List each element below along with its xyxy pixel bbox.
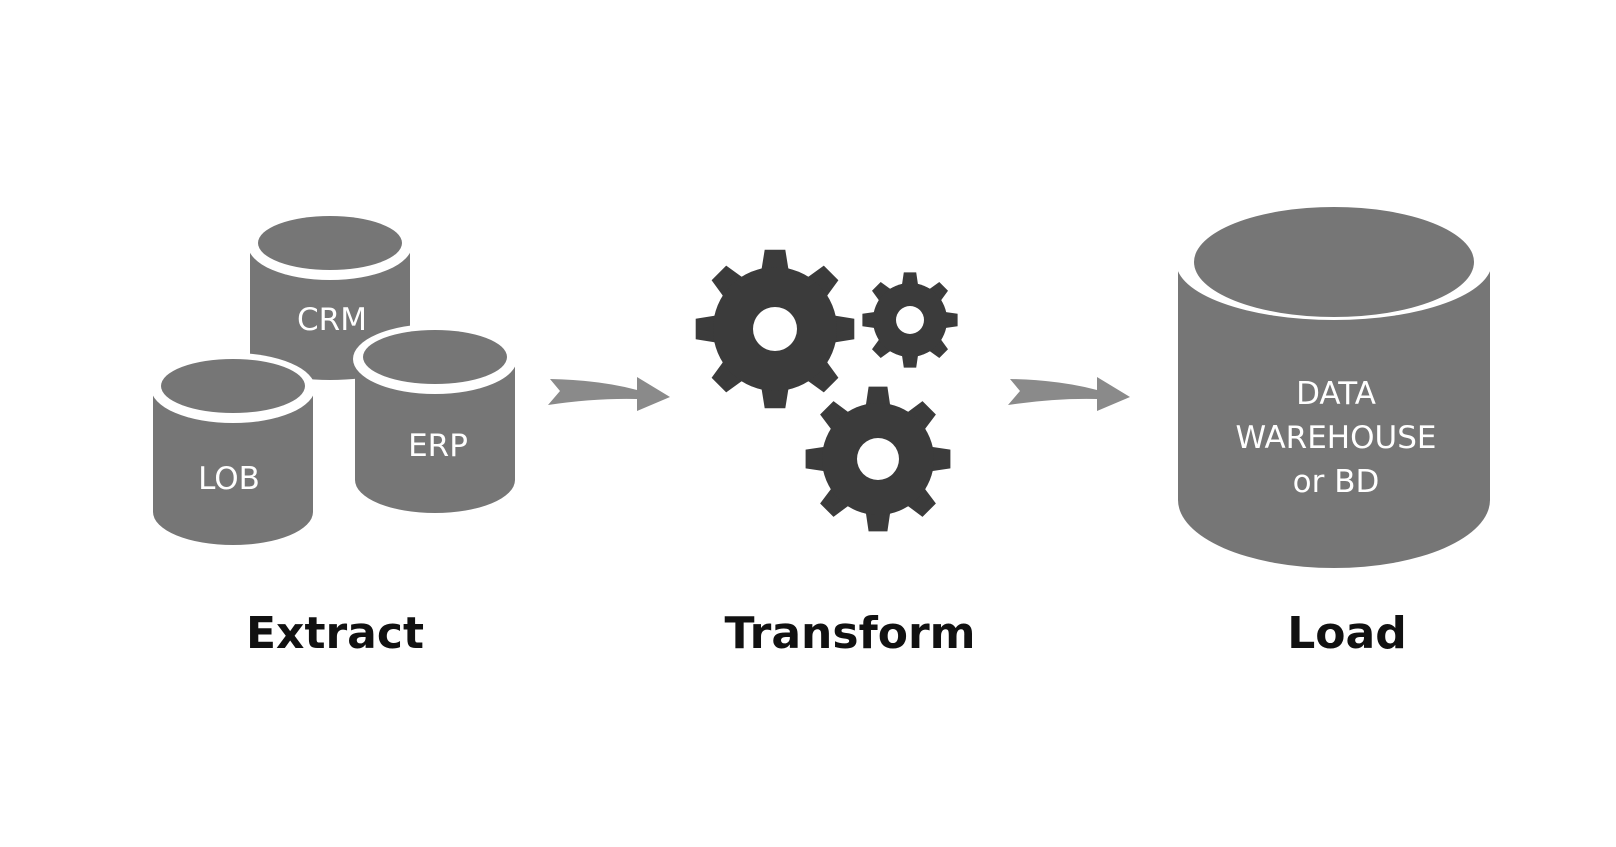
lob-label: LOB [198, 461, 260, 497]
arrow-extract-to-transform [548, 377, 670, 411]
stage-label-extract: Extract [246, 608, 424, 659]
arrow-transform-to-load [1008, 377, 1130, 411]
data-warehouse-cylinder: DATA WAREHOUSE or BD [1176, 204, 1492, 568]
gear-small-icon [862, 272, 958, 368]
erp-cylinder: ERP [353, 324, 517, 513]
dw-label-line-1: DATA [1296, 376, 1376, 412]
stage-label-transform: Transform [724, 608, 975, 659]
gear-bottom-hole [857, 438, 899, 480]
gear-big-hole [753, 307, 797, 351]
dw-label-line-2: WAREHOUSE [1236, 420, 1437, 456]
gear-medium-icon [805, 386, 951, 532]
stage-label-load: Load [1287, 608, 1406, 659]
gear-large-icon [695, 249, 855, 409]
crm-label: CRM [297, 302, 367, 338]
erp-label: ERP [408, 428, 468, 464]
lob-cylinder: LOB [151, 353, 315, 545]
gear-small-hole [896, 306, 924, 334]
crm-cylinder: CRM [248, 210, 412, 380]
dw-label-line-3: or BD [1293, 464, 1380, 500]
